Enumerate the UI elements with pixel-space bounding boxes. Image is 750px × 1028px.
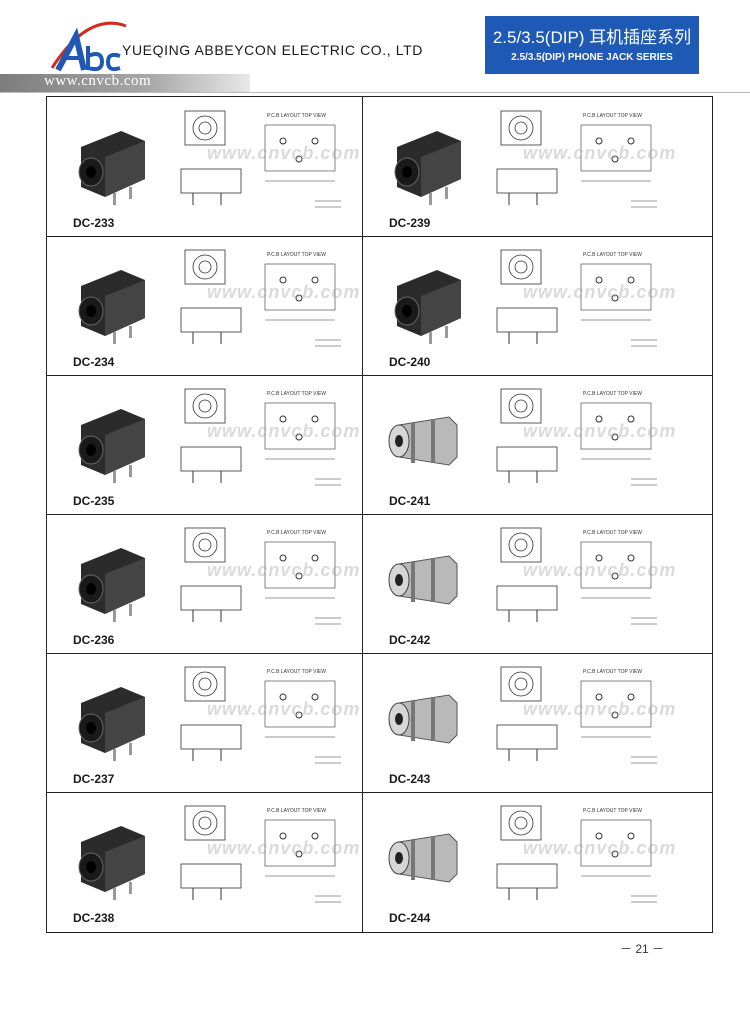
pcb-layout-label: P.C.B LAYOUT TOP VIEW [583, 252, 642, 258]
pcb-layout-label: P.C.B LAYOUT TOP VIEW [267, 113, 326, 119]
product-photo [78, 548, 145, 622]
product-photo [78, 131, 145, 205]
watermark: www.cnvcb.com [523, 282, 677, 302]
product-photo [78, 270, 145, 344]
pcb-layout-label: P.C.B LAYOUT TOP VIEW [267, 252, 326, 258]
model-label: DC-237 [73, 772, 115, 786]
website-url[interactable]: www.cnvcb.com [44, 73, 152, 89]
watermark: www.cnvcb.com [523, 143, 677, 163]
dimension-drawing [180, 666, 341, 764]
model-label: DC-239 [389, 216, 431, 230]
watermark: www.cnvcb.com [523, 560, 677, 580]
watermark: www.cnvcb.com [523, 838, 677, 858]
model-label: DC-233 [73, 216, 115, 230]
dimension-drawing [180, 527, 341, 625]
model-label: DC-240 [389, 355, 431, 369]
series-title-en: 2.5/3.5(DIP) PHONE JACK SERIES [511, 52, 673, 63]
pcb-layout-label: P.C.B LAYOUT TOP VIEW [583, 669, 642, 675]
row-divider [47, 514, 712, 515]
model-label: DC-244 [389, 911, 431, 925]
model-label: DC-243 [389, 772, 431, 786]
pcb-layout-label: P.C.B LAYOUT TOP VIEW [267, 808, 326, 814]
watermark: www.cnvcb.com [207, 421, 361, 441]
product-photo [388, 416, 458, 466]
watermark: www.cnvcb.com [207, 699, 361, 719]
watermark: www.cnvcb.com [207, 282, 361, 302]
dimension-drawing [496, 249, 657, 347]
page-number: － 21 － [620, 942, 665, 956]
watermark: www.cnvcb.com [207, 143, 361, 163]
header-rule [0, 92, 750, 93]
dimension-drawing [180, 805, 341, 903]
series-title-cn: 2.5/3.5(DIP) 耳机插座系列 [492, 28, 692, 47]
row-divider [47, 236, 712, 237]
product-photo [78, 687, 145, 761]
page-header: YUEQING ABBEYCON ELECTRIC CO., LTD 2.5/3… [0, 0, 750, 100]
model-label: DC-235 [73, 494, 115, 508]
product-photo [388, 555, 458, 605]
pcb-layout-label: P.C.B LAYOUT TOP VIEW [267, 669, 326, 675]
dimension-drawing [180, 249, 341, 347]
watermark: www.cnvcb.com [523, 421, 677, 441]
row-divider [47, 375, 712, 376]
watermark: www.cnvcb.com [207, 560, 361, 580]
dimension-drawing [496, 388, 657, 486]
row-divider [47, 653, 712, 654]
product-photo [78, 409, 145, 483]
dimension-drawing [496, 110, 657, 208]
dimension-drawing [496, 666, 657, 764]
dimension-drawing [496, 527, 657, 625]
product-photo [394, 270, 461, 344]
model-label: DC-241 [389, 494, 431, 508]
pcb-layout-label: P.C.B LAYOUT TOP VIEW [267, 530, 326, 536]
model-label: DC-236 [73, 633, 115, 647]
url-bar [0, 74, 250, 92]
watermark: www.cnvcb.com [207, 838, 361, 858]
model-label: DC-238 [73, 911, 115, 925]
pcb-layout-label: P.C.B LAYOUT TOP VIEW [583, 113, 642, 119]
model-label: DC-242 [389, 633, 431, 647]
series-banner: 2.5/3.5(DIP) 耳机插座系列 2.5/3.5(DIP) PHONE J… [485, 16, 699, 74]
dimension-drawing [496, 805, 657, 903]
company-name: YUEQING ABBEYCON ELECTRIC CO., LTD [122, 42, 423, 58]
product-photo [78, 826, 145, 900]
product-photo [394, 131, 461, 205]
pcb-layout-label: P.C.B LAYOUT TOP VIEW [267, 391, 326, 397]
pcb-layout-label: P.C.B LAYOUT TOP VIEW [583, 530, 642, 536]
row-divider [47, 792, 712, 793]
pcb-layout-label: P.C.B LAYOUT TOP VIEW [583, 808, 642, 814]
pcb-layout-label: P.C.B LAYOUT TOP VIEW [583, 391, 642, 397]
product-photo [388, 694, 458, 744]
company-logo [50, 21, 127, 72]
product-photo [388, 833, 458, 883]
dimension-drawing [180, 388, 341, 486]
watermark: www.cnvcb.com [523, 699, 677, 719]
dimension-drawing [180, 110, 341, 208]
model-label: DC-234 [73, 355, 115, 369]
